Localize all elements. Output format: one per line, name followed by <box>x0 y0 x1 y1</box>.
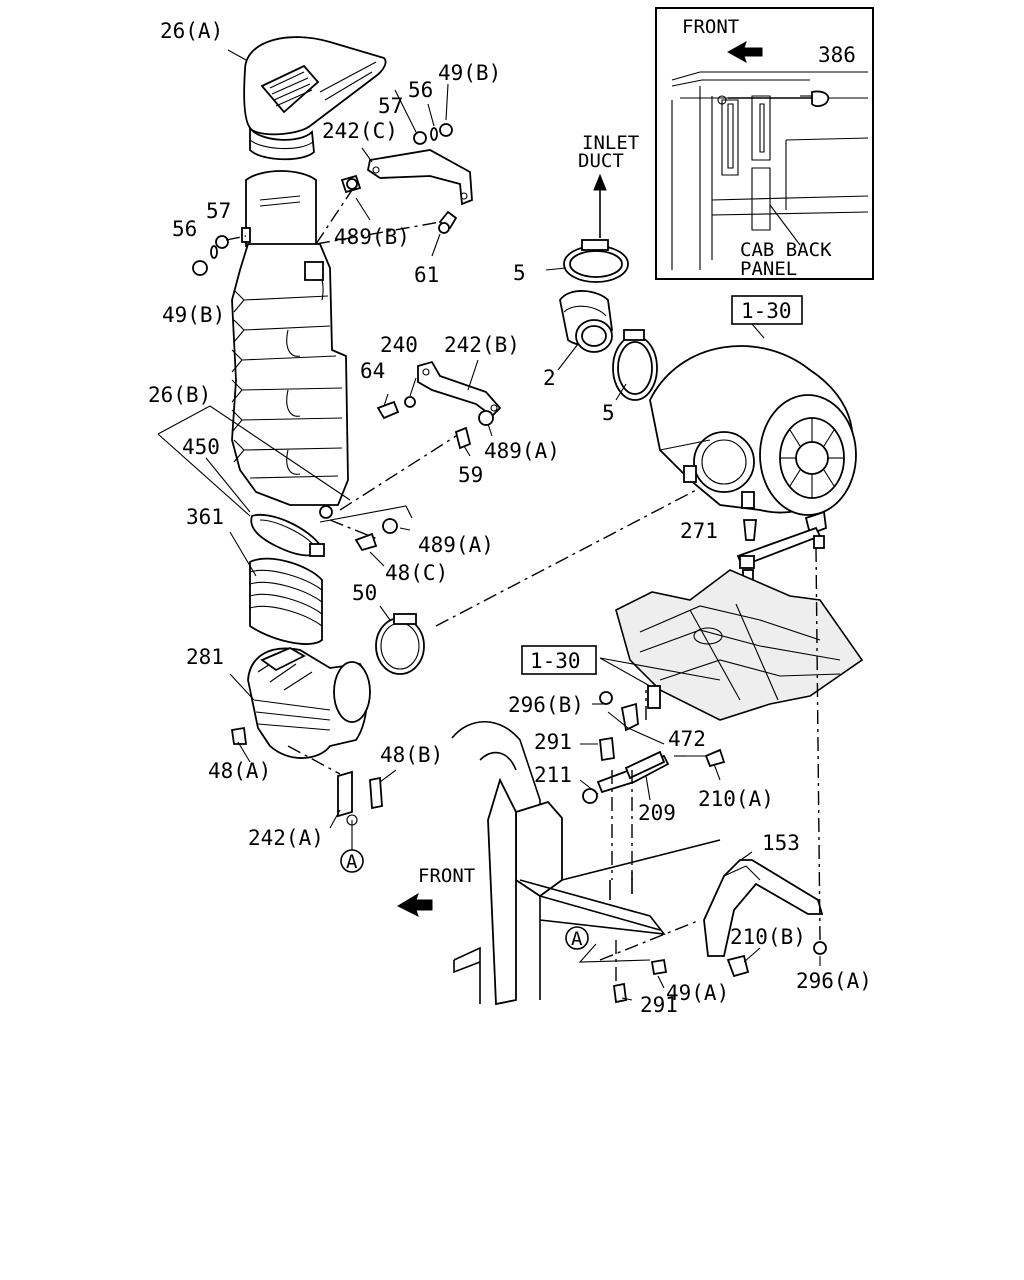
callout-209: 209 <box>638 801 676 825</box>
callout-296a: 296(A) <box>796 969 872 993</box>
callout-5-bottom: 5 <box>602 401 615 425</box>
cab-back-inset: FRONT 386 CAB BACK PANEL <box>655 7 874 280</box>
callout-281: 281 <box>186 645 224 669</box>
callout-56-top: 56 <box>408 78 433 102</box>
callout-inlet-line1: INLET <box>582 132 639 154</box>
elbow-281 <box>230 646 383 826</box>
bracket-242b <box>376 360 502 450</box>
floor-panel <box>615 569 864 721</box>
callout-48c: 48(C) <box>385 561 448 585</box>
callout-5-top: 5 <box>513 261 526 285</box>
callout-296b: 296(B) <box>508 693 584 717</box>
callout-ref-1-30-mid: 1-30 <box>530 649 581 673</box>
front-arrow-icon <box>396 892 433 917</box>
inlet-hose-clamps <box>559 173 658 401</box>
callout-marker-a-top: A <box>346 851 358 873</box>
callout-242c: 242(C) <box>322 119 398 143</box>
callout-210b: 210(B) <box>730 925 806 949</box>
callout-marker-a-bottom: A <box>571 928 583 950</box>
callout-361: 361 <box>186 505 224 529</box>
callout-240: 240 <box>380 333 418 357</box>
inset-callout-386: 386 <box>818 43 856 67</box>
callout-242a: 242(A) <box>248 826 324 850</box>
callout-242b: 242(B) <box>444 333 520 357</box>
callout-49a: 49(A) <box>666 981 729 1005</box>
callout-48a: 48(A) <box>208 759 271 783</box>
callout-489a-mid: 489(A) <box>418 533 494 557</box>
vehicle-frame <box>451 720 827 1006</box>
inset-front-label: FRONT <box>682 16 739 38</box>
callout-48b: 48(B) <box>380 743 443 767</box>
callout-472: 472 <box>668 727 706 751</box>
callout-210a: 210(A) <box>698 787 774 811</box>
callout-450: 450 <box>182 435 220 459</box>
callout-59: 59 <box>458 463 483 487</box>
callout-57-top: 57 <box>378 94 403 118</box>
marker-a-bottom-circle <box>565 926 589 950</box>
top-hardware <box>192 123 473 276</box>
callout-26a: 26(A) <box>160 19 223 43</box>
intake-duct <box>231 170 349 519</box>
callout-153: 153 <box>762 831 800 855</box>
callout-64: 64 <box>360 359 385 383</box>
callout-489a-right: 489(A) <box>484 439 560 463</box>
callout-26b: 26(B) <box>148 383 211 407</box>
callout-291-top: 291 <box>534 730 572 754</box>
air-intake-cap <box>243 36 387 161</box>
callout-211: 211 <box>534 763 572 787</box>
marker-a-top-circle <box>340 849 364 873</box>
callout-inlet-line2: DUCT <box>578 150 624 172</box>
callout-61: 61 <box>414 263 439 287</box>
callout-front-main: FRONT <box>418 865 475 887</box>
ref-1-30-mid-box <box>521 645 597 675</box>
callout-ref-1-30-top: 1-30 <box>741 299 792 323</box>
inset-cab-back-line2: PANEL <box>740 258 797 280</box>
callout-2: 2 <box>543 366 556 390</box>
inset-front-arrow-icon <box>726 40 763 64</box>
callout-50: 50 <box>352 581 377 605</box>
callout-49b-left: 49(B) <box>162 303 225 327</box>
callout-291-bottom: 291 <box>640 993 678 1017</box>
callout-57-left: 57 <box>206 199 231 223</box>
air-cleaner <box>649 345 857 585</box>
ref-1-30-top-box <box>731 295 803 325</box>
inset-cab-back-line1: CAB BACK <box>740 239 832 261</box>
callout-56-left: 56 <box>172 217 197 241</box>
callout-labels: 26(A) 49(B) 56 57 242(C) 489(B) 61 57 56… <box>148 19 872 1017</box>
lower-duct-parts <box>249 513 425 675</box>
callout-271: 271 <box>680 519 718 543</box>
leader-lines <box>157 49 821 1001</box>
callout-489b: 489(B) <box>334 225 410 249</box>
callout-49b-top: 49(B) <box>438 61 501 85</box>
